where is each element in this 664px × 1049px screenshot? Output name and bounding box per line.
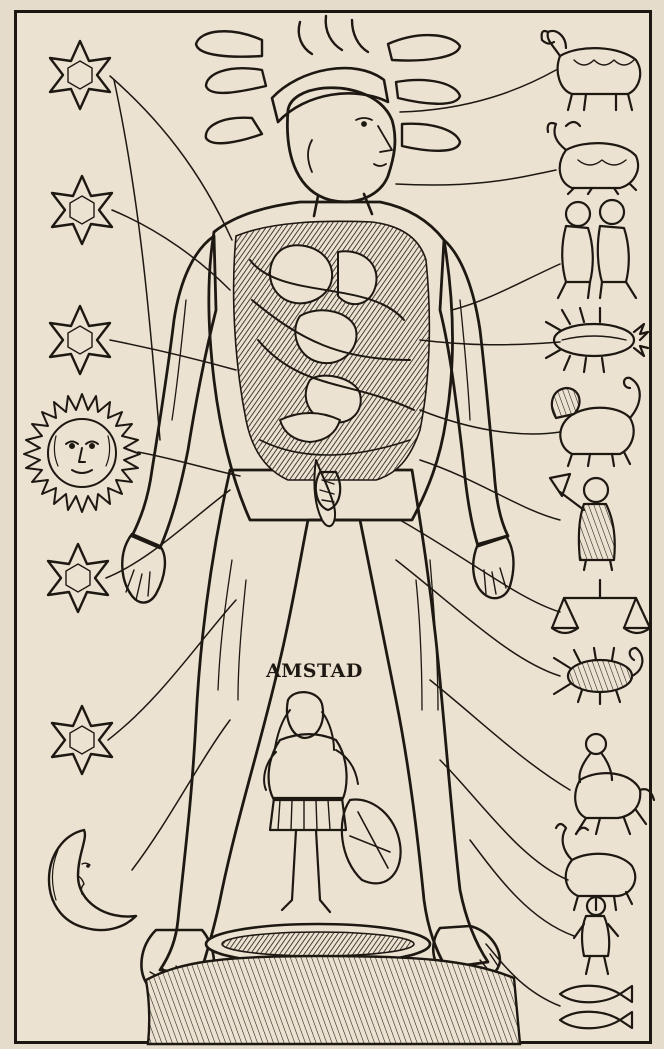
star-icon (50, 41, 110, 109)
virgo-icon (550, 474, 615, 570)
star-icon (48, 544, 108, 612)
star-icon (52, 706, 112, 774)
pedestal-icon (146, 924, 520, 1044)
standing-figure-icon (264, 692, 400, 912)
gemini-icon (558, 200, 636, 298)
sagittarius-icon (575, 734, 654, 834)
star-icon (52, 176, 112, 244)
leo-icon (552, 378, 640, 466)
sun-face-icon (24, 394, 140, 512)
cancer-icon (546, 308, 648, 372)
crescent-moon-face-icon (49, 830, 136, 930)
caption-label: AMSTAD (266, 660, 363, 682)
libra-icon (552, 580, 650, 633)
scorpio-icon (554, 648, 642, 704)
star-icon (50, 306, 110, 374)
pisces-icon (560, 986, 632, 1029)
taurus-icon (548, 122, 638, 194)
